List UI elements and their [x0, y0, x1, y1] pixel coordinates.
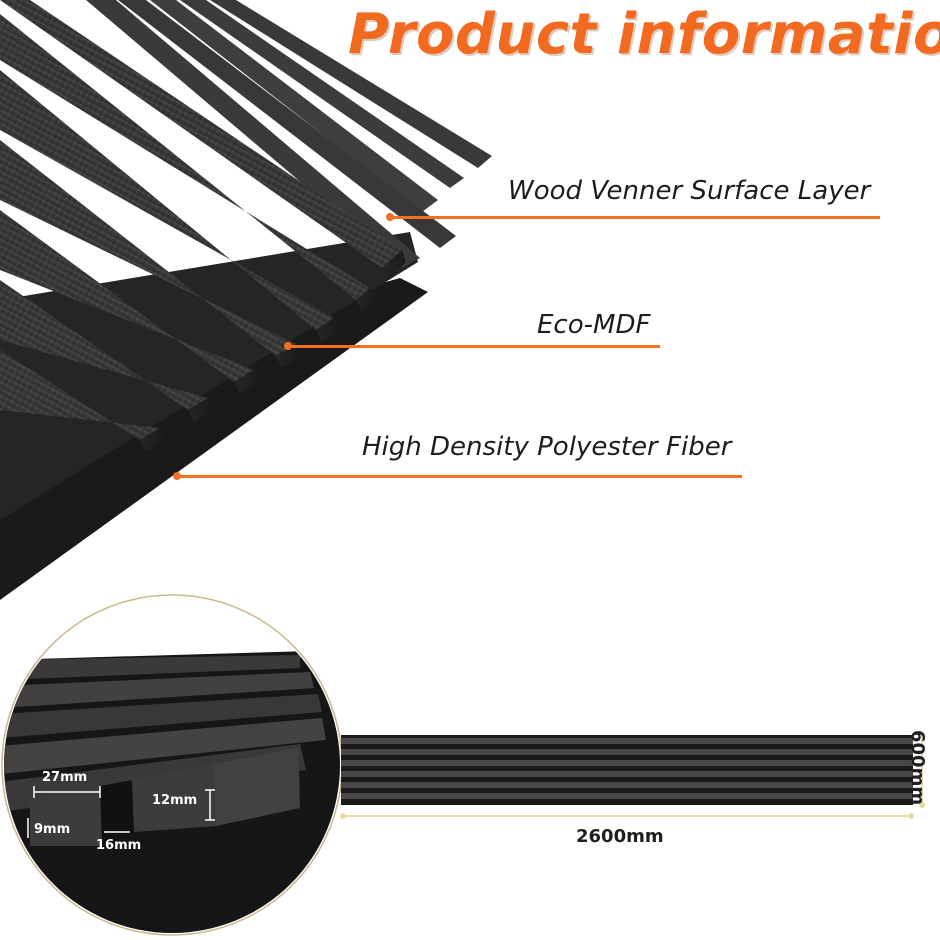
- leader-line-veneer: [392, 216, 880, 219]
- slat-height-label: 12mm: [152, 793, 198, 808]
- layer-label-mdf: Eco-MDF: [537, 310, 651, 340]
- callout-dot-polyester: [173, 472, 181, 480]
- page-title: Product information: [348, 2, 940, 67]
- panel-length-label: 2600mm: [576, 826, 664, 847]
- backing-thickness-label: 9mm: [34, 822, 71, 837]
- closeup-dimension-marks: [27, 786, 215, 838]
- leader-line-mdf: [290, 345, 660, 348]
- layer-label-veneer: Wood Venner Surface Layer: [508, 176, 871, 206]
- closeup-detail: [4, 597, 340, 933]
- leader-line-polyester: [179, 475, 742, 478]
- callout-dot-mdf: [284, 342, 292, 350]
- felt-backing-layer: [0, 278, 428, 600]
- layer-label-polyester: High Density Polyester Fiber: [362, 432, 732, 462]
- veneer-strips: [86, 0, 492, 268]
- panel-width-label: 600mm: [907, 730, 928, 806]
- slat-width-label: 27mm: [42, 770, 88, 785]
- callout-dot-veneer: [386, 213, 394, 221]
- gap-label: 16mm: [96, 838, 142, 853]
- panel-front-view: [341, 735, 913, 805]
- front-slats: [0, 0, 406, 452]
